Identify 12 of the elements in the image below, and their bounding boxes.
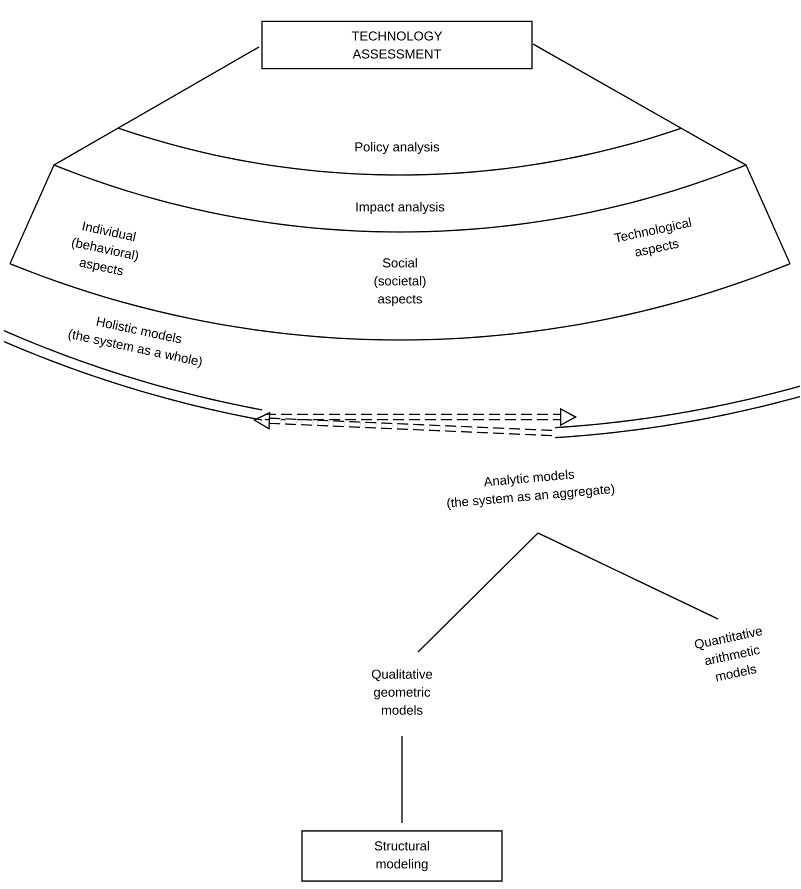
process-box: Structural modeling <box>301 830 503 882</box>
connector-line <box>418 532 538 652</box>
title-box: TECHNOLOGY ASSESSMENT <box>261 20 533 70</box>
band-label: Policy analysis <box>355 142 440 154</box>
model-label: Qualitative geometric models <box>372 669 432 715</box>
band-label: Impact analysis <box>356 202 444 214</box>
model-label: Quantitative arithmetic models <box>694 628 762 682</box>
model-label: Holistic models (the system as a whole) <box>68 316 202 368</box>
connector-line <box>401 736 403 823</box>
aspect-label: Social (societal) aspects <box>374 258 426 306</box>
model-label: Analytic models (the system as an aggregate) <box>447 470 614 510</box>
connector-line <box>538 532 718 620</box>
